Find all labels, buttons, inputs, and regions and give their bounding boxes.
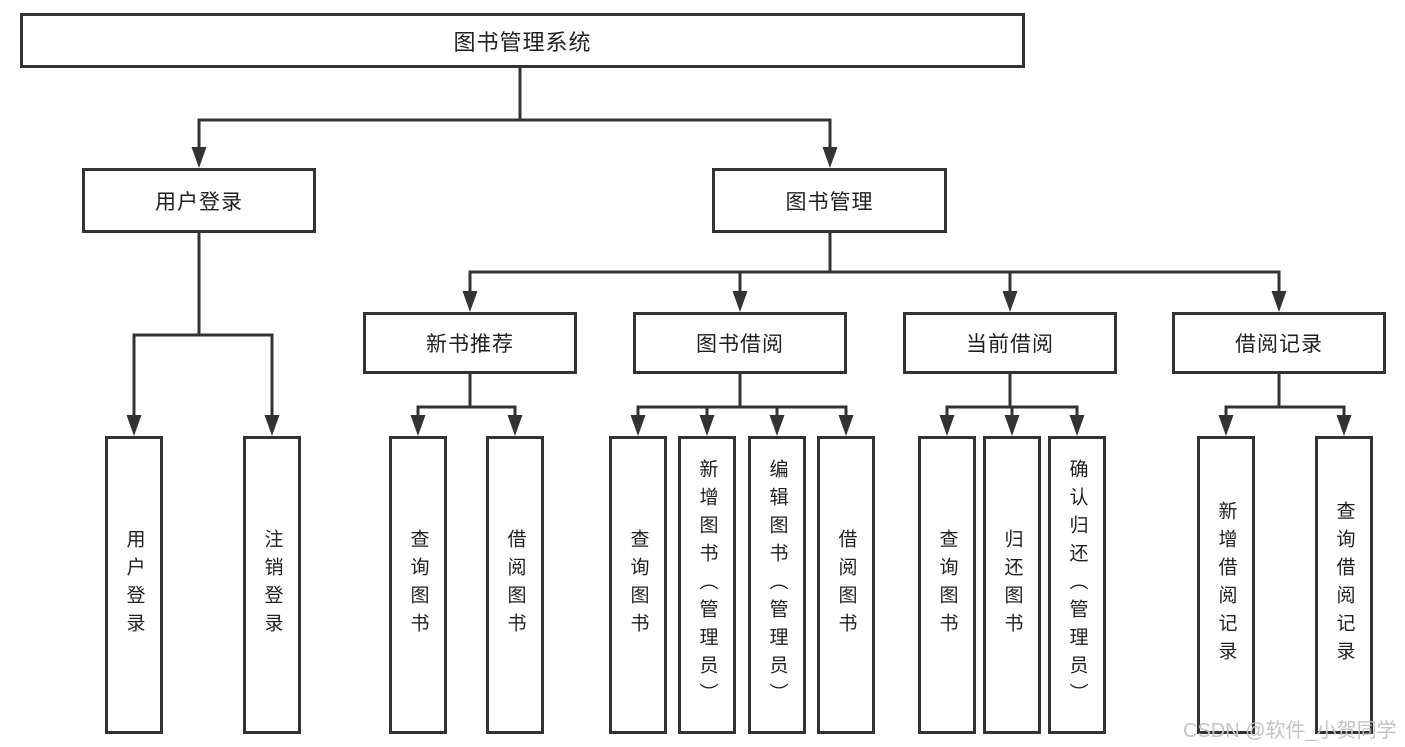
node-label: 当前借阅 bbox=[966, 333, 1054, 356]
node-label: 用户登录 bbox=[123, 529, 145, 641]
node-book-borrow: 图书借阅 bbox=[633, 312, 847, 374]
node-label: 查询图书 bbox=[627, 529, 649, 641]
node-label: 查询图书 bbox=[936, 529, 958, 641]
leaf-confirm-return-admin: 确认归还（管理员） bbox=[1048, 436, 1106, 734]
node-label: 查询图书 bbox=[407, 529, 429, 641]
leaf-add-borrow-record: 新增借阅记录 bbox=[1197, 436, 1255, 734]
leaf-edit-book-admin: 编辑图书（管理员） bbox=[748, 436, 806, 734]
leaf-borrow-book-recommend: 借阅图书 bbox=[486, 436, 544, 734]
node-label: 借阅图书 bbox=[504, 529, 526, 641]
node-label: 用户登录 bbox=[155, 190, 243, 214]
node-borrow-record: 借阅记录 bbox=[1172, 312, 1386, 374]
connector-lines bbox=[132, 66, 1346, 417]
node-label: 图书管理 bbox=[785, 190, 874, 214]
node-user-login: 用户登录 bbox=[82, 168, 316, 233]
node-label: 确认归还（管理员） bbox=[1066, 459, 1088, 711]
csdn-watermark: CSDN @软件_小贺同学 bbox=[1183, 720, 1397, 742]
node-label: 图书管理系统 bbox=[453, 29, 592, 55]
node-label: 编辑图书（管理员） bbox=[766, 459, 788, 711]
node-root-library-management-system: 图书管理系统 bbox=[20, 13, 1025, 68]
leaf-return-book: 归还图书 bbox=[983, 436, 1041, 734]
arrowheads bbox=[126, 147, 1352, 436]
node-label: 借阅图书 bbox=[835, 529, 857, 641]
leaf-query-book-current: 查询图书 bbox=[918, 436, 976, 734]
node-new-book-recommend: 新书推荐 bbox=[363, 312, 577, 374]
node-current-borrow: 当前借阅 bbox=[903, 312, 1117, 374]
leaf-add-book-admin: 新增图书（管理员） bbox=[678, 436, 736, 734]
leaf-logout: 注销登录 bbox=[243, 436, 301, 734]
node-label: 新增借阅记录 bbox=[1215, 501, 1237, 669]
node-label: 查询借阅记录 bbox=[1333, 501, 1355, 669]
node-label: 新增图书（管理员） bbox=[696, 459, 718, 711]
node-label: 归还图书 bbox=[1001, 529, 1023, 641]
node-label: 注销登录 bbox=[261, 529, 283, 641]
node-label: 借阅记录 bbox=[1235, 333, 1323, 356]
leaf-query-book-borrow: 查询图书 bbox=[609, 436, 667, 734]
node-label: 图书借阅 bbox=[696, 333, 784, 356]
leaf-borrow-book: 借阅图书 bbox=[817, 436, 875, 734]
leaf-query-borrow-record: 查询借阅记录 bbox=[1315, 436, 1373, 734]
node-book-management: 图书管理 bbox=[712, 168, 947, 233]
leaf-user-login: 用户登录 bbox=[105, 436, 163, 734]
node-label: 新书推荐 bbox=[426, 333, 514, 356]
leaf-query-book-recommend: 查询图书 bbox=[389, 436, 447, 734]
